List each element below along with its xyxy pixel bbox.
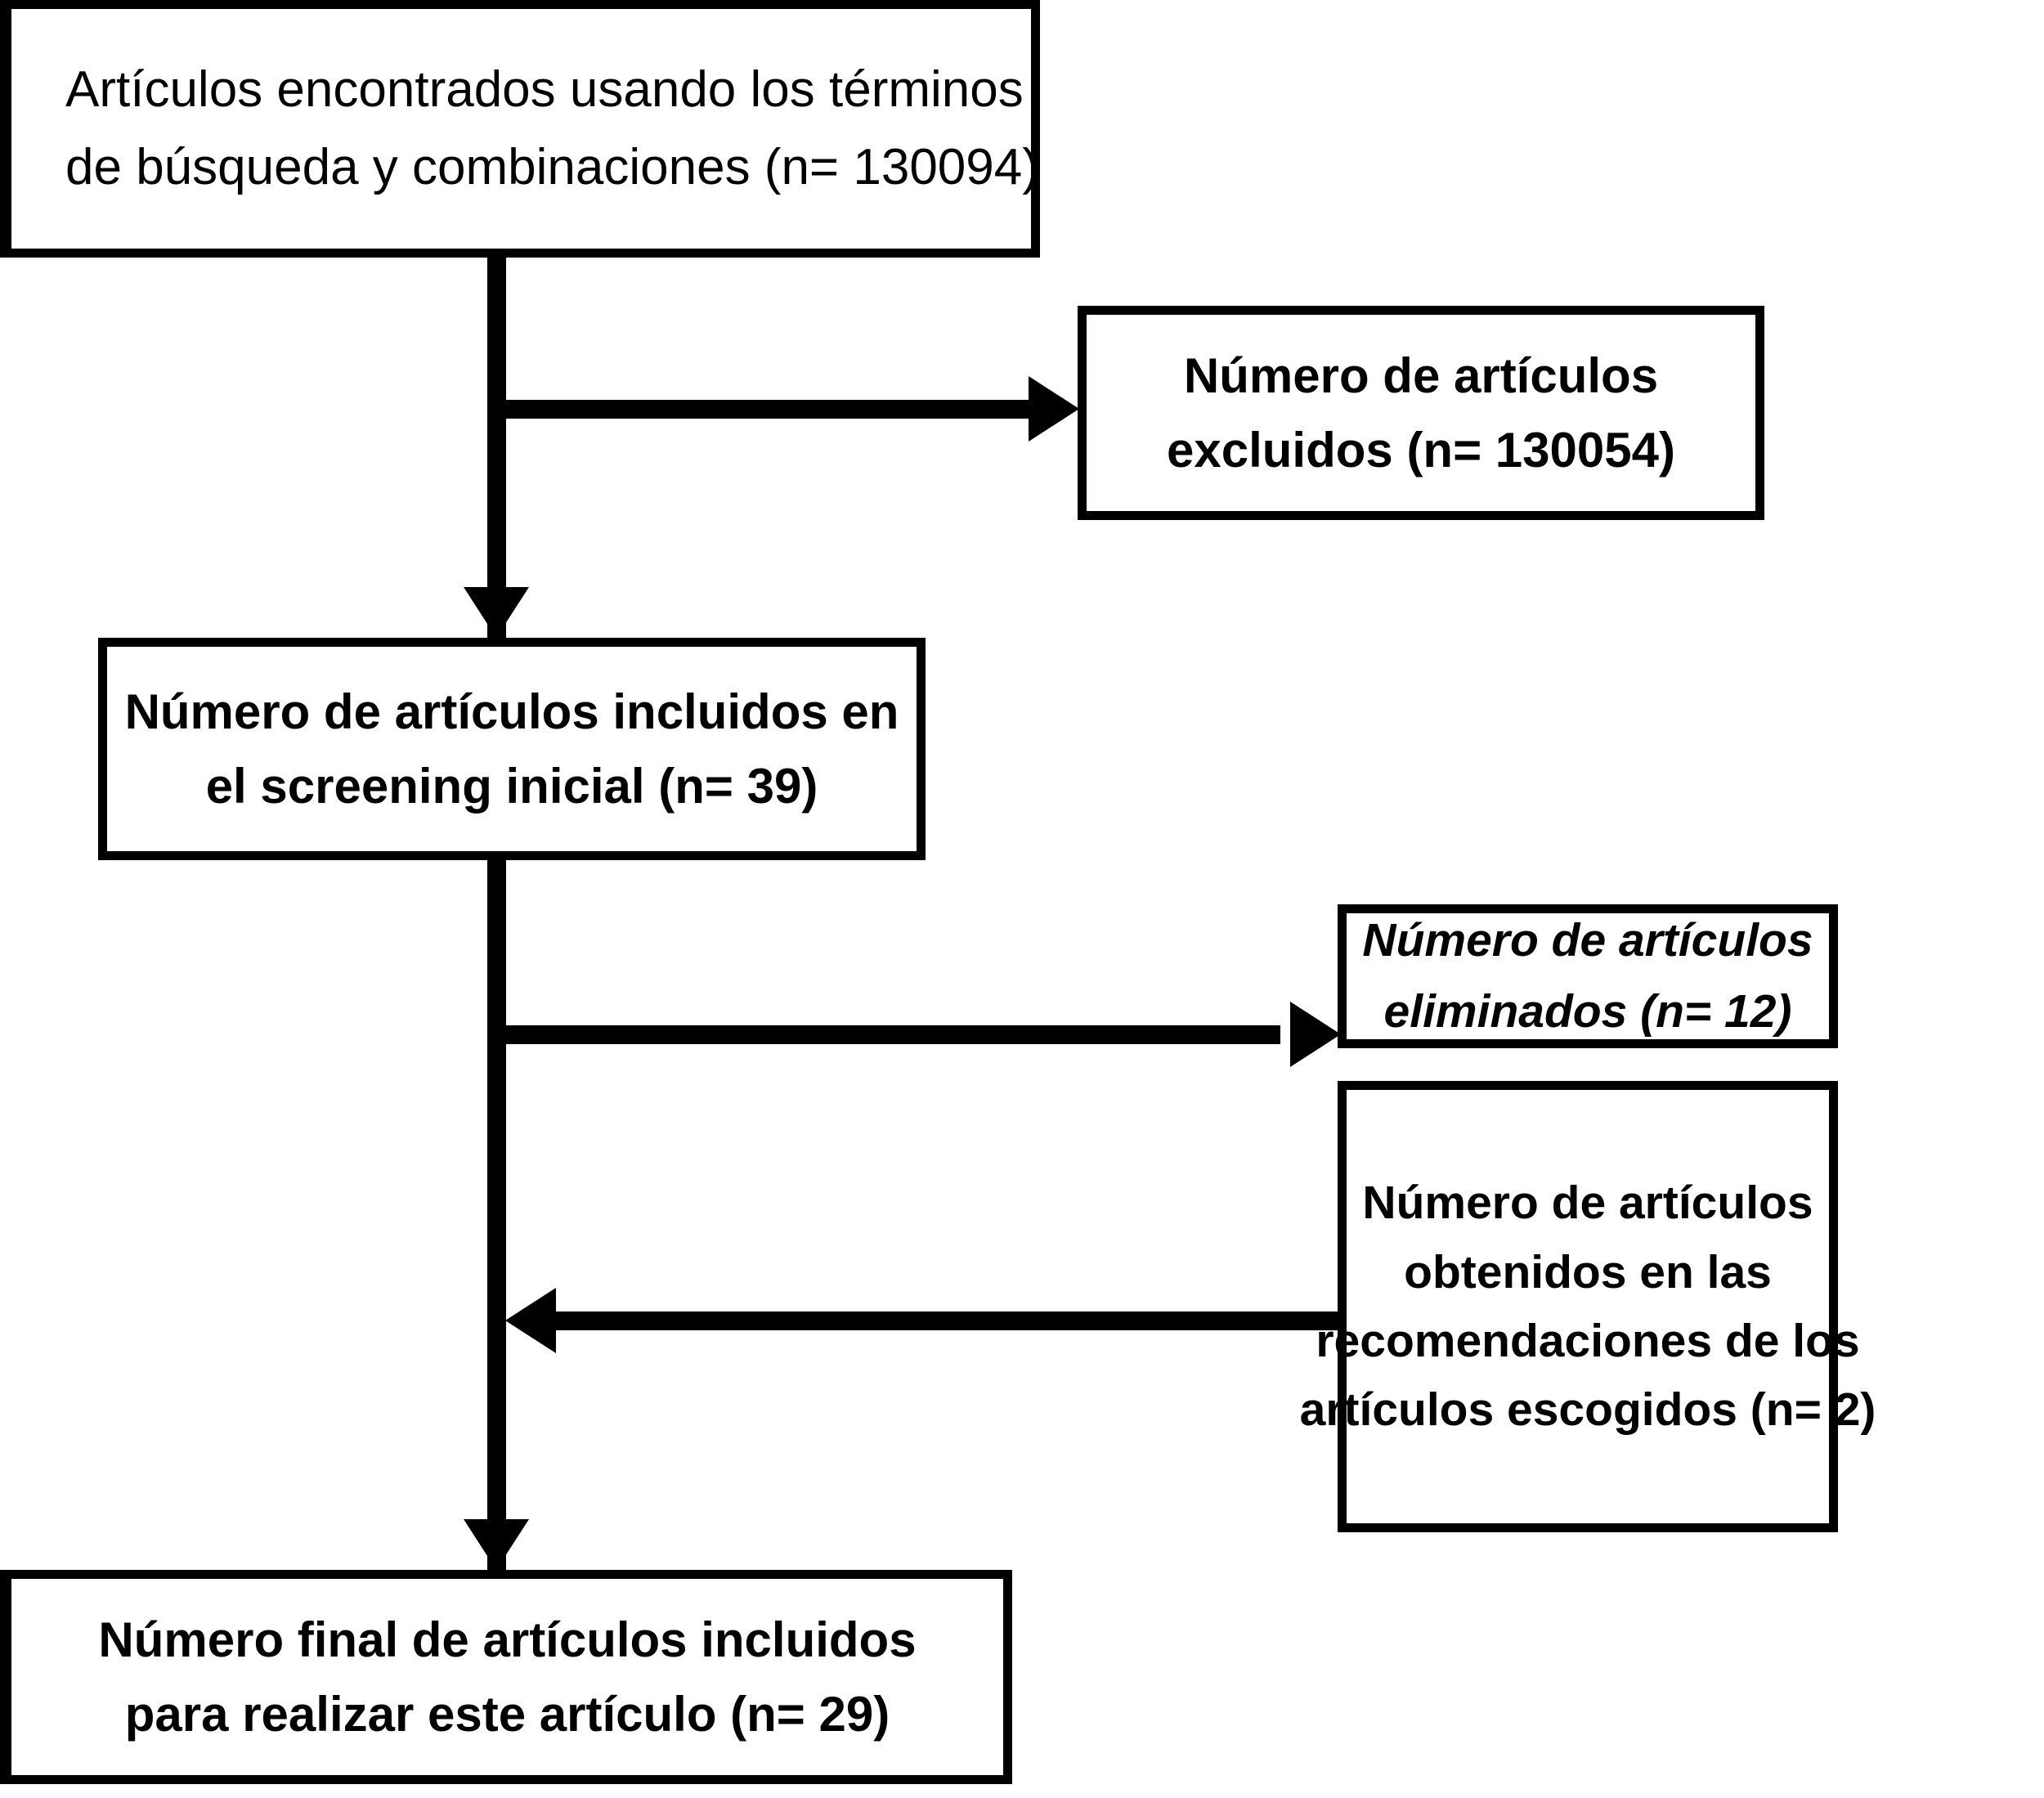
node-recommend-line-4: artículos escogidos (n= 2)	[1299, 1383, 1876, 1437]
node-final-line-1: Número final de artículos incluidos	[98, 1612, 917, 1667]
node-final-line-2: para realizar este artículo (n= 29)	[124, 1687, 890, 1742]
node-articulos-recomendaciones: Número de artículos obtenidos en las rec…	[1300, 1081, 1876, 1532]
node-excluded-line-2: excluidos (n= 130054)	[1167, 423, 1675, 478]
node-excluded-line-1: Número de artículos	[1183, 347, 1659, 403]
arrowhead-left-to-trunk	[505, 1288, 556, 1353]
node-articulos-screening-inicial: Número de artículos incluidos en el scre…	[98, 638, 926, 860]
connector-trunk-vertical	[487, 256, 506, 1609]
node-found-line-1: Artículos encontrados usando los término…	[65, 61, 1024, 119]
node-articulos-encontrados: Artículos encontrados usando los término…	[0, 0, 1040, 258]
node-removed-line-1: Número de artículos	[1362, 914, 1813, 967]
node-screening-line-1: Número de artículos incluidos en	[124, 684, 899, 739]
node-articulos-eliminados: Número de artículos eliminados (n= 12)	[1338, 904, 1838, 1048]
node-recommend-line-1: Número de artículos	[1362, 1177, 1813, 1230]
node-recommend-line-2: obtenidos en las	[1404, 1245, 1772, 1298]
arrowhead-down-to-final	[464, 1519, 529, 1570]
connector-recommend-to-trunk	[556, 1312, 1339, 1330]
arrowhead-right-to-removed	[1290, 1002, 1341, 1067]
connector-found-to-excluded	[487, 400, 1043, 419]
connector-screening-to-removed	[487, 1025, 1280, 1044]
arrowhead-down-to-screening	[464, 587, 529, 638]
node-recommend-line-3: recomendaciones de los	[1316, 1315, 1860, 1367]
node-removed-line-2: eliminados (n= 12)	[1383, 985, 1792, 1038]
node-articulos-final: Número final de artículos incluidos para…	[0, 1570, 1012, 1784]
node-found-line-2: de búsqueda y combinaciones (n= 130094)	[65, 138, 1039, 195]
node-screening-line-2: el screening inicial (n= 39)	[205, 759, 818, 814]
arrowhead-right-to-excluded	[1029, 376, 1079, 442]
node-articulos-excluidos: Número de artículos excluidos (n= 130054…	[1078, 306, 1764, 520]
